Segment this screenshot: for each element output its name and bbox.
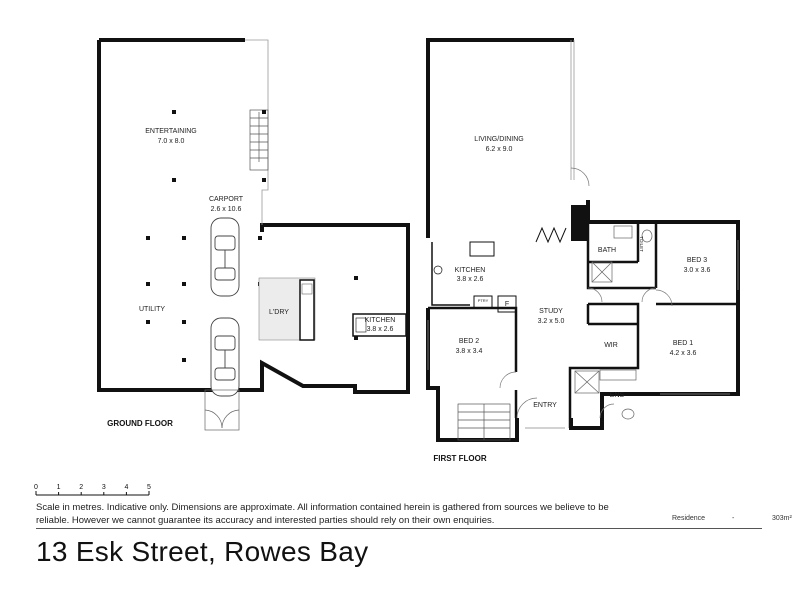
room-name-entertaining: ENTERTAINING — [145, 128, 196, 135]
area-label: Residence — [672, 515, 706, 522]
room-name-wir: WIR — [604, 342, 618, 349]
ground-floor-plan — [97, 38, 410, 431]
first-interior-walls — [428, 222, 738, 428]
car-top — [210, 217, 240, 297]
room-dims-living-dining: 6.2 x 9.0 — [486, 146, 513, 153]
room-name-bath: BATH — [598, 247, 616, 254]
property-address: 13 Esk Street, Rowes Bay — [36, 536, 369, 567]
room-name-fridge: F — [505, 301, 509, 308]
room-name-kitchen-ground: KITCHEN — [365, 317, 396, 324]
ground-entry-doors — [204, 389, 240, 431]
living-glazing — [570, 40, 575, 180]
first-floor-label: FIRST FLOOR — [433, 454, 487, 463]
room-name-ens: ENS — [610, 392, 625, 399]
room-name-kitchen-first: KITCHEN — [455, 267, 486, 274]
scale-tick-label: 5 — [147, 484, 151, 491]
living-pillar — [571, 205, 587, 241]
laundry-room — [258, 277, 316, 341]
ground-outer-wall — [97, 38, 410, 394]
room-name-living-dining: LIVING/DINING — [474, 136, 523, 143]
scale-tick-label: 4 — [124, 484, 128, 491]
room-name-study: STUDY — [539, 308, 563, 315]
room-dims-study: 3.2 x 5.0 — [538, 318, 565, 325]
area-value: 303m² — [772, 515, 792, 522]
room-dims-kitchen-first: 3.8 x 2.6 — [457, 276, 484, 283]
ground-posts — [146, 110, 358, 362]
room-name-utility: UTILITY — [139, 306, 165, 313]
ground-floor-label: GROUND FLOOR — [107, 419, 173, 428]
disclaimer-text: Scale in metres. Indicative only. Dimens… — [36, 502, 609, 526]
ground-stair — [249, 109, 269, 171]
scale-tick-label: 0 — [34, 484, 38, 491]
room-name-bed2: BED 2 — [459, 338, 479, 345]
bath-fixtures — [591, 225, 653, 283]
first-stair — [457, 403, 511, 441]
room-labels: ENTERTAINING 7.0 x 8.0 CARPORT 2.6 x 10.… — [139, 128, 711, 409]
scale-tick-label: 1 — [57, 484, 61, 491]
room-dims-kitchen-ground: 3.8 x 2.6 — [367, 326, 394, 333]
area-summary: Residence - 303m² — [672, 515, 792, 522]
room-name-bed1: BED 1 — [673, 340, 693, 347]
room-dims-bed3: 3.0 x 3.6 — [684, 267, 711, 274]
room-dims-bed2: 3.8 x 3.4 — [456, 348, 483, 355]
scale-tick-label: 2 — [79, 484, 83, 491]
ensuite-fixtures — [574, 369, 637, 420]
scale-bar: 0 1 2 3 4 5 — [34, 484, 151, 496]
car-bottom — [210, 317, 240, 397]
room-name-bed3: BED 3 — [687, 257, 707, 264]
ground-kitchen — [352, 313, 407, 337]
scale-tick-label: 3 — [102, 484, 106, 491]
first-kitchen — [431, 241, 517, 313]
ground-open-edge — [245, 39, 269, 225]
area-dash: - — [732, 515, 735, 522]
room-dims-carport: 2.6 x 10.6 — [211, 206, 242, 213]
room-name-laundry: L'DRY — [269, 309, 289, 316]
first-doors — [499, 167, 673, 419]
room-name-toilet: TOILET — [639, 236, 644, 252]
room-name-carport: CARPORT — [209, 196, 244, 203]
room-dims-bed1: 4.2 x 3.6 — [670, 350, 697, 357]
first-floor-plan — [426, 38, 740, 442]
footer-divider — [36, 528, 762, 529]
first-windows — [427, 240, 739, 429]
room-name-entry: ENTRY — [533, 402, 557, 409]
bifold-door — [535, 226, 567, 244]
room-dims-entertaining: 7.0 x 8.0 — [158, 138, 185, 145]
room-name-pantry: PTRY — [478, 298, 489, 303]
